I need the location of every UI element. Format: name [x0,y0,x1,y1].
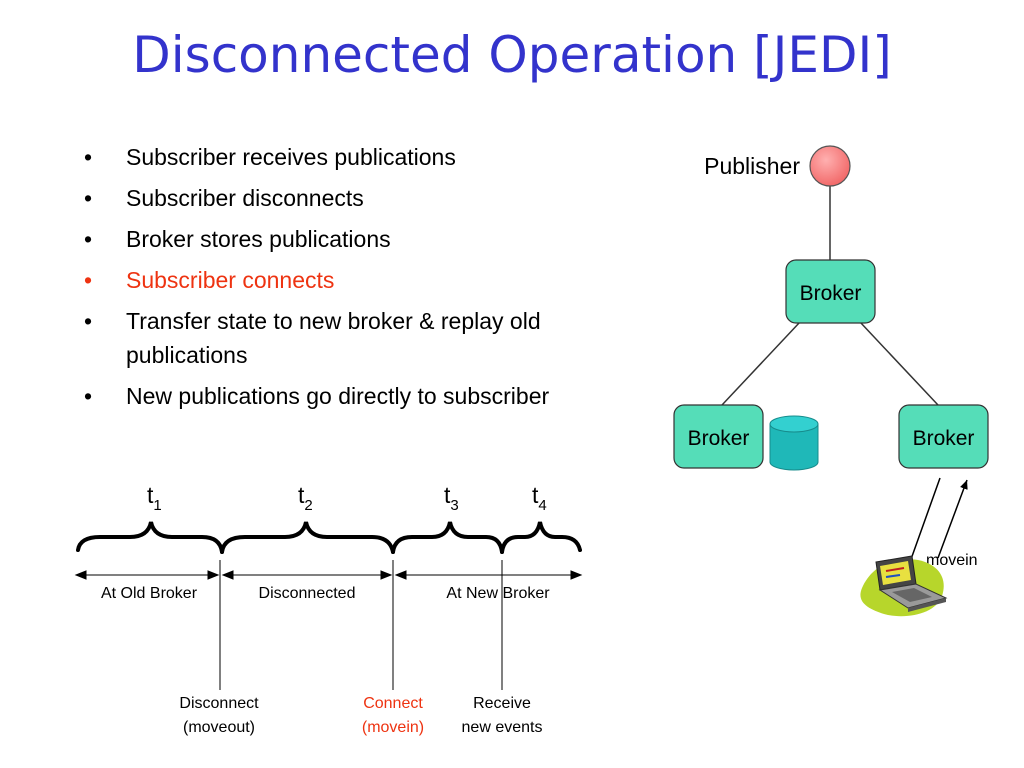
timeline: t1 t2 t3 t4 At Old Broker Disconnected A… [74,482,583,736]
broker-node-top [785,259,876,324]
publisher-label: Publisher [704,153,800,179]
bullet-dot: • [84,185,93,211]
broker-right-label: Broker [913,427,975,450]
broker-left-label: Broker [688,427,750,450]
broker-link-left [721,321,801,406]
period-label-t3: t3 [444,482,459,514]
database-icon [769,415,819,471]
bullet-text: Broker stores publications [126,226,391,252]
bullet-text: Subscriber connects [126,267,335,293]
laptop-icon [860,555,948,617]
bullet-item-highlighted: • Subscriber connects [84,263,554,297]
bullet-text: Subscriber disconnects [126,185,364,211]
event-label-connect: Connect [363,695,423,712]
bullet-text: New publications go directly to subscrib… [126,383,550,409]
bullet-text: Transfer state to new broker & replay ol… [126,308,541,368]
brace-t3 [391,521,504,554]
broker-node-left [673,404,764,469]
span-label-disconnected: Disconnected [259,585,356,602]
bullet-dot: • [84,383,93,409]
event-sublabel-receive: new events [462,719,543,736]
publisher-node [809,145,851,187]
broker-node-right [898,404,989,469]
bullet-item: • New publications go directly to subscri… [84,379,554,413]
event-sublabel-disconnect: (moveout) [183,719,255,736]
bullet-item: • Broker stores publications [84,222,554,256]
arrowhead [221,570,234,580]
brace-t4 [500,521,582,554]
bullet-dot: • [84,144,93,170]
arrowhead [207,570,220,580]
slide-title: Disconnected Operation [JEDI] [132,26,892,84]
movein-arrow [937,479,968,559]
span-label-old-broker: At Old Broker [101,585,198,602]
event-label-disconnect: Disconnect [179,695,259,712]
brace-t2 [220,521,395,554]
bullet-dot: • [84,308,93,334]
arrowhead [74,570,87,580]
bullet-text: Subscriber receives publications [126,144,456,170]
span-label-new-broker: At New Broker [446,585,550,602]
bullet-dot: • [84,226,93,252]
period-label-t4: t4 [532,482,547,514]
bullet-list: • Subscriber receives publications • Subsc… [84,140,554,420]
arrowhead [380,570,393,580]
brace-t1 [76,521,224,554]
broker-link-right [859,321,939,406]
bullet-dot: • [84,267,93,293]
broker-tree: Publisher Broker Broker Broker movein [673,145,989,617]
bullet-item: • Subscriber disconnects [84,181,554,215]
arrowhead [570,570,583,580]
bullet-item: • Subscriber receives publications [84,140,554,174]
arrowhead [394,570,407,580]
event-sublabel-connect: (movein) [362,719,424,736]
bullet-item: • Transfer state to new broker & replay o… [84,304,554,372]
movein-label: movein [926,552,978,569]
link-laptop-broker [909,477,941,563]
event-label-receive: Receive [473,695,531,712]
period-label-t2: t2 [298,482,313,514]
period-label-t1: t1 [147,482,162,514]
broker-top-label: Broker [800,282,862,305]
